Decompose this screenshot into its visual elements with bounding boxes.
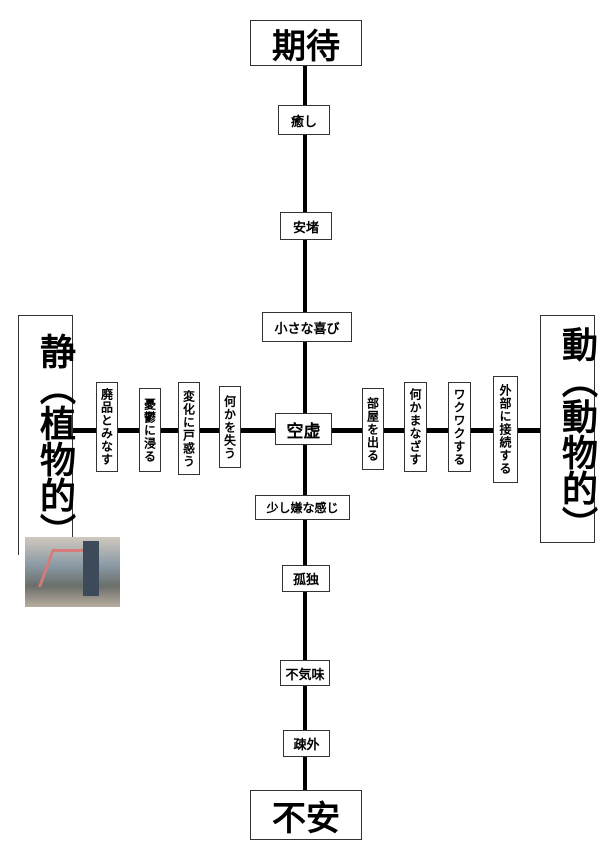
- node-ando: 安堵: [280, 212, 332, 240]
- node-nanika-manazasu: 何かまなざす: [404, 382, 427, 472]
- node-nanika-ushinau: 何かを失う: [219, 386, 241, 468]
- top-label: 期待: [250, 20, 362, 67]
- node-wakuwaku: ワクワクする: [448, 382, 471, 472]
- node-gaibu-setsuzoku: 外部に接続する: [493, 376, 518, 483]
- right-label: 動（動物的）: [540, 315, 597, 543]
- node-sukoshi-iya: 少し嫌な感じ: [255, 495, 350, 520]
- node-bukimi: 不気味: [280, 660, 330, 686]
- node-yuutsu: 憂鬱に浸る: [139, 388, 161, 472]
- node-kodoku: 孤独: [282, 565, 330, 592]
- node-heya-deru: 部屋を出る: [362, 388, 384, 470]
- node-sogai: 疎外: [283, 730, 330, 757]
- node-kuukyo: 空虚: [275, 413, 332, 445]
- atrium-photo: [25, 537, 120, 607]
- node-henka: 変化に戸惑う: [178, 382, 200, 475]
- node-haihin: 廃品とみなす: [96, 382, 118, 472]
- bottom-label: 不安: [250, 790, 362, 840]
- left-label: 静（植物的）: [18, 315, 75, 555]
- node-iyashi: 癒し: [278, 105, 330, 135]
- node-chiisana-yorokobi: 小さな喜び: [262, 312, 352, 342]
